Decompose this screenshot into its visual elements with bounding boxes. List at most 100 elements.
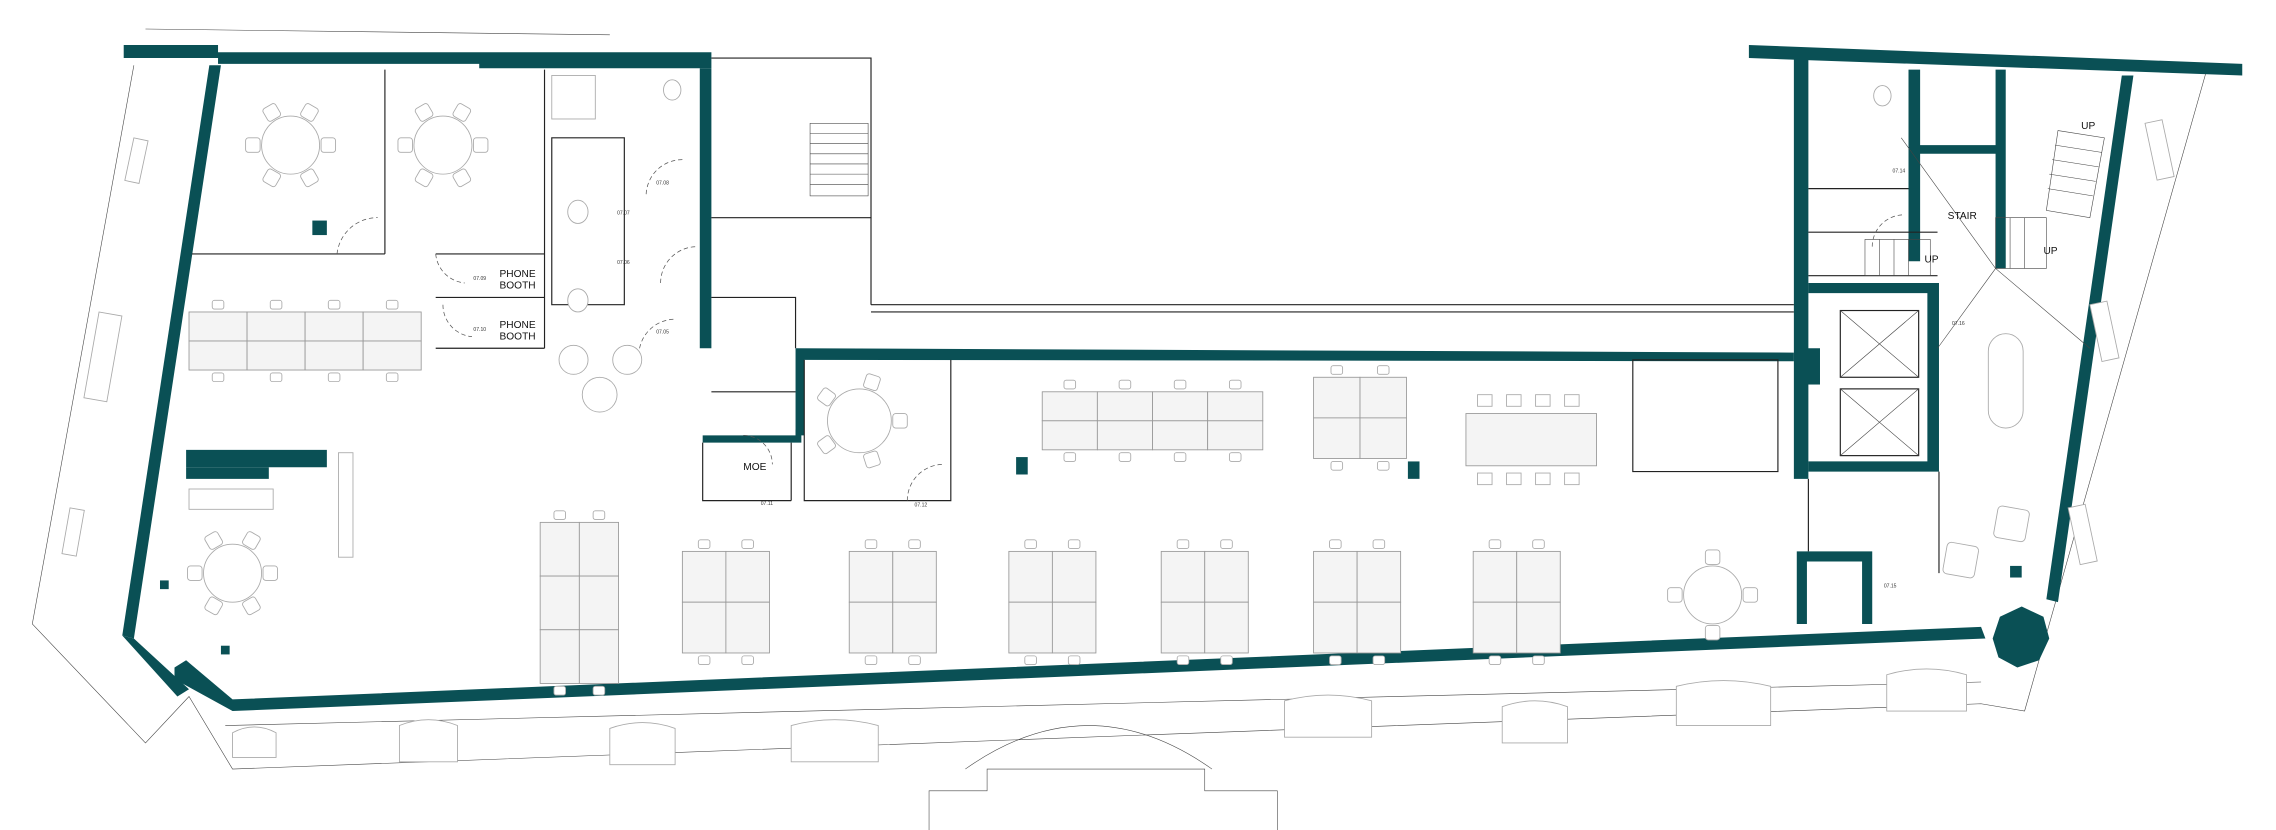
desk-chair xyxy=(327,299,341,310)
desk-chair xyxy=(741,539,754,549)
desk-chair xyxy=(697,539,711,549)
room-tag: 07.16 xyxy=(1952,321,1965,327)
arched-window xyxy=(790,719,879,763)
chair xyxy=(452,168,472,188)
room-tag: 07.07 xyxy=(617,211,630,217)
room-tag: 07.10 xyxy=(473,327,486,333)
desk xyxy=(1516,550,1561,603)
desk-chair xyxy=(1118,452,1132,462)
column xyxy=(1407,461,1420,479)
desk xyxy=(1008,550,1053,603)
sofa xyxy=(1987,333,2024,429)
chair xyxy=(472,137,489,153)
phone-booth-2-label-line1: PHONE xyxy=(500,320,536,331)
desk xyxy=(1051,550,1097,603)
column xyxy=(159,580,169,590)
desk xyxy=(578,575,619,631)
desk xyxy=(246,340,306,371)
chair xyxy=(1506,472,1522,486)
desk xyxy=(1096,391,1153,422)
desk-chair xyxy=(1376,365,1390,375)
desk xyxy=(1152,391,1209,422)
lounge-chair xyxy=(558,344,589,375)
desk-chair xyxy=(864,539,878,549)
desk-chair xyxy=(1220,655,1233,666)
arched-window xyxy=(1675,680,1772,726)
desk xyxy=(246,311,306,342)
desk-chair xyxy=(1063,379,1077,390)
arched-window xyxy=(232,726,277,758)
room-tag: 07.09 xyxy=(473,276,486,282)
desk-chair xyxy=(327,372,341,383)
desk-chair xyxy=(908,655,921,666)
toilet xyxy=(567,288,589,313)
chair xyxy=(300,168,319,188)
chair xyxy=(1535,394,1551,407)
desk xyxy=(892,601,937,654)
desk-chair xyxy=(1067,655,1081,666)
desk xyxy=(1204,550,1249,603)
desk xyxy=(539,575,580,631)
desk xyxy=(1359,376,1407,419)
desk xyxy=(1356,550,1402,603)
desk xyxy=(848,601,894,654)
desk-chair xyxy=(1532,655,1545,666)
arched-window xyxy=(1886,668,1967,712)
desk xyxy=(1356,601,1402,654)
desk-chair xyxy=(1330,365,1344,375)
armchair xyxy=(1942,541,1979,579)
up-label: UP xyxy=(2081,121,2095,132)
round-table xyxy=(1683,565,1743,625)
desk-chair xyxy=(269,372,283,383)
chair xyxy=(245,137,261,153)
desk-chair xyxy=(1372,655,1386,666)
desk-chair xyxy=(1118,379,1132,390)
chair xyxy=(414,103,434,122)
armchair xyxy=(1993,505,2030,543)
desk-chair xyxy=(1228,379,1242,390)
desk xyxy=(1041,420,1098,451)
desk xyxy=(848,550,894,603)
desk xyxy=(539,521,580,577)
chair xyxy=(187,565,203,581)
moe-label: MOE xyxy=(743,462,766,473)
desk xyxy=(362,340,422,371)
room-tag: 07.12 xyxy=(915,502,928,508)
stair-label: STAIR xyxy=(1948,211,1977,222)
window xyxy=(124,137,149,184)
desk-chair xyxy=(1067,539,1081,549)
desk-chair xyxy=(1329,655,1342,666)
desk-chair xyxy=(1228,452,1242,462)
desk-chair xyxy=(269,299,283,310)
desk-chair xyxy=(1024,655,1037,666)
chair xyxy=(892,413,908,429)
desk xyxy=(681,601,727,654)
desk-chair xyxy=(741,655,754,666)
desk xyxy=(1152,420,1209,451)
chair xyxy=(1704,624,1721,641)
desk xyxy=(188,340,248,371)
column xyxy=(312,220,327,236)
desk-chair xyxy=(553,685,566,696)
chair xyxy=(452,103,472,122)
chair xyxy=(817,435,836,455)
desk xyxy=(1313,417,1361,459)
desk-chair xyxy=(1173,379,1187,390)
counter xyxy=(188,488,274,510)
chair xyxy=(1564,394,1580,407)
desk xyxy=(681,550,727,603)
column xyxy=(1016,457,1028,475)
desk-chair xyxy=(211,372,225,383)
chair xyxy=(1477,472,1493,486)
chair xyxy=(1477,394,1493,407)
chair xyxy=(300,103,319,122)
round-table xyxy=(827,388,892,454)
room-tag: 07.14 xyxy=(1893,169,1906,175)
desk-chair xyxy=(592,685,606,696)
room-tag: 07.06 xyxy=(617,260,630,266)
desk-chair xyxy=(1329,539,1342,549)
chair xyxy=(1667,587,1683,603)
desk-chair xyxy=(1063,452,1077,462)
desk xyxy=(1313,601,1358,654)
arched-window xyxy=(609,722,676,766)
